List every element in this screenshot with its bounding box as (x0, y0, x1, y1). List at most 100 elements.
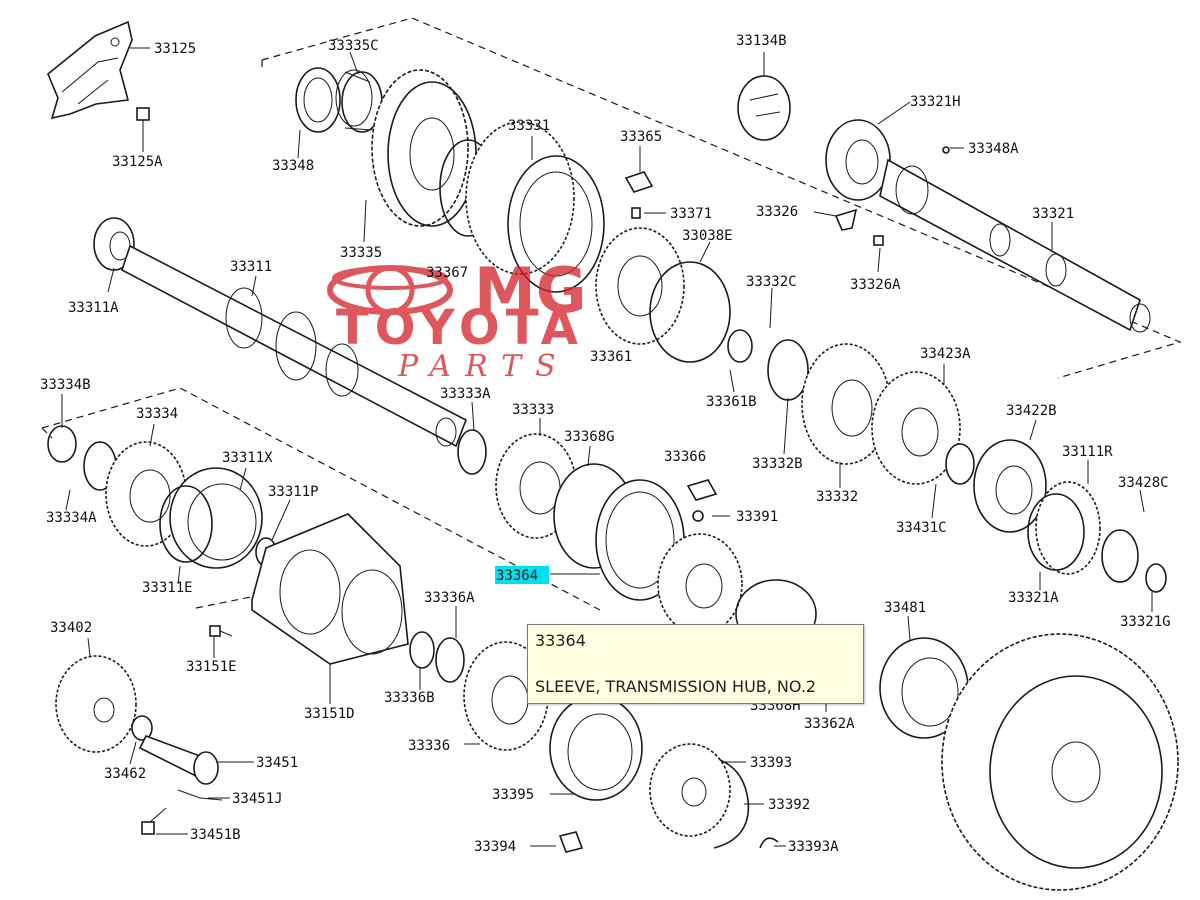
bracket-33125[interactable] (47, 20, 133, 120)
label-33038e[interactable]: 33038E (682, 228, 733, 244)
label-33326[interactable]: 33326 (756, 204, 798, 220)
shaft-33321[interactable] (879, 158, 1151, 333)
washer-33462[interactable] (131, 715, 153, 741)
label-33364[interactable]: 33364 (496, 568, 538, 584)
clip-33393a[interactable] (759, 837, 779, 849)
label-33451[interactable]: 33451 (256, 755, 298, 771)
label-33134b[interactable]: 33134B (736, 33, 787, 49)
spring-33451j[interactable] (177, 789, 223, 801)
differential-gear[interactable] (941, 633, 1179, 891)
label-33321[interactable]: 33321 (1032, 206, 1074, 222)
label-33332b[interactable]: 33332B (752, 456, 803, 472)
label-33462[interactable]: 33462 (104, 766, 146, 782)
key-33365[interactable] (624, 171, 654, 193)
shaft-33451[interactable] (138, 735, 219, 785)
gear-33423a[interactable] (871, 371, 961, 485)
ring-33348[interactable] (295, 67, 341, 133)
label-33348[interactable]: 33348 (272, 158, 314, 174)
label-33361b[interactable]: 33361B (706, 394, 757, 410)
shaft-33311[interactable] (121, 244, 468, 448)
label-33125a[interactable]: 33125A (112, 154, 163, 170)
label-33336b[interactable]: 33336B (384, 690, 435, 706)
gear-33038e[interactable] (595, 227, 685, 345)
snap-ring-33361[interactable] (649, 261, 731, 363)
bolt-33125a[interactable] (136, 107, 150, 132)
label-33111r[interactable]: 33111R (1062, 444, 1113, 460)
label-33428c[interactable]: 33428C (1118, 475, 1169, 491)
label-33348a[interactable]: 33348A (968, 141, 1019, 157)
label-33311a[interactable]: 33311A (68, 300, 119, 316)
label-33395[interactable]: 33395 (492, 787, 534, 803)
label-33368g[interactable]: 33368G (564, 429, 615, 445)
gear-33368h[interactable] (657, 533, 743, 635)
label-33311x[interactable]: 33311X (222, 450, 273, 466)
label-33334[interactable]: 33334 (136, 406, 178, 422)
label-33402[interactable]: 33402 (50, 620, 92, 636)
label-33151e[interactable]: 33151E (186, 659, 237, 675)
label-33371[interactable]: 33371 (670, 206, 712, 222)
sleeve-33331[interactable] (465, 121, 605, 293)
label-33311e[interactable]: 33311E (142, 580, 193, 596)
key-33366[interactable] (686, 479, 718, 501)
label-33321h[interactable]: 33321H (910, 94, 961, 110)
hub-33393[interactable] (649, 743, 731, 837)
bearing-33422b[interactable] (973, 439, 1047, 533)
gear-33111r[interactable] (1035, 481, 1101, 575)
label-33311[interactable]: 33311 (230, 259, 272, 275)
label-33331[interactable]: 33331 (508, 118, 550, 134)
label-33423a[interactable]: 33423A (920, 346, 971, 362)
bearing-33332c[interactable] (767, 339, 809, 401)
bolt-33326a[interactable] (873, 235, 884, 246)
label-33481[interactable]: 33481 (884, 600, 926, 616)
label-33451j[interactable]: 33451J (232, 791, 283, 807)
pin-33348a[interactable] (942, 146, 950, 154)
snap-ring-33392[interactable] (713, 759, 750, 849)
label-33333[interactable]: 33333 (512, 402, 554, 418)
nut-33321g[interactable] (1145, 563, 1167, 593)
label-33336[interactable]: 33336 (408, 738, 450, 754)
label-33431c[interactable]: 33431C (896, 520, 947, 536)
snap-ring-33361b[interactable] (727, 329, 753, 363)
plate-33134b[interactable] (737, 75, 791, 141)
bolt-33451b[interactable] (141, 807, 167, 835)
label-33332[interactable]: 33332 (816, 489, 858, 505)
label-33334a[interactable]: 33334A (46, 510, 97, 526)
label-33321a[interactable]: 33321A (1008, 590, 1059, 606)
label-33361[interactable]: 33361 (590, 349, 632, 365)
label-33391[interactable]: 33391 (736, 509, 778, 525)
bracket-33326[interactable] (834, 208, 858, 231)
bearing-33333a[interactable] (457, 429, 487, 475)
ring-33336b[interactable] (409, 631, 435, 669)
bearing-33336a[interactable] (435, 637, 465, 683)
label-33326a[interactable]: 33326A (850, 277, 901, 293)
hub-33395[interactable] (549, 695, 643, 801)
label-33334b[interactable]: 33334B (40, 377, 91, 393)
label-33336a[interactable]: 33336A (424, 590, 475, 606)
label-33451b[interactable]: 33451B (190, 827, 241, 843)
collar-33431c[interactable] (945, 443, 975, 485)
label-33362a[interactable]: 33362A (804, 716, 855, 732)
spring-33391[interactable] (692, 510, 704, 522)
label-33393[interactable]: 33393 (750, 755, 792, 771)
sleeve-33311x[interactable] (169, 467, 263, 569)
label-33422b[interactable]: 33422B (1006, 403, 1057, 419)
label-33366[interactable]: 33366 (664, 449, 706, 465)
label-33335[interactable]: 33335 (340, 245, 382, 261)
ring-33334b[interactable] (47, 425, 77, 463)
ring-33321a[interactable] (1027, 493, 1085, 571)
gear-33402[interactable] (55, 655, 137, 753)
gear-33335[interactable] (371, 69, 477, 227)
shaft-end-33428c[interactable] (1101, 529, 1139, 583)
label-33365[interactable]: 33365 (620, 129, 662, 145)
ring-33311e[interactable] (159, 485, 213, 563)
label-33332c[interactable]: 33332C (746, 274, 797, 290)
bearing-33321h[interactable] (825, 119, 891, 201)
key-33394[interactable] (558, 831, 584, 853)
label-33321g[interactable]: 33321G (1120, 614, 1171, 630)
label-33333a[interactable]: 33333A (440, 386, 491, 402)
label-33335c[interactable]: 33335C (328, 38, 379, 54)
label-33151d[interactable]: 33151D (304, 706, 355, 722)
plate-33151d[interactable] (251, 513, 409, 665)
label-33394[interactable]: 33394 (474, 839, 516, 855)
spring-33371[interactable] (631, 207, 641, 219)
